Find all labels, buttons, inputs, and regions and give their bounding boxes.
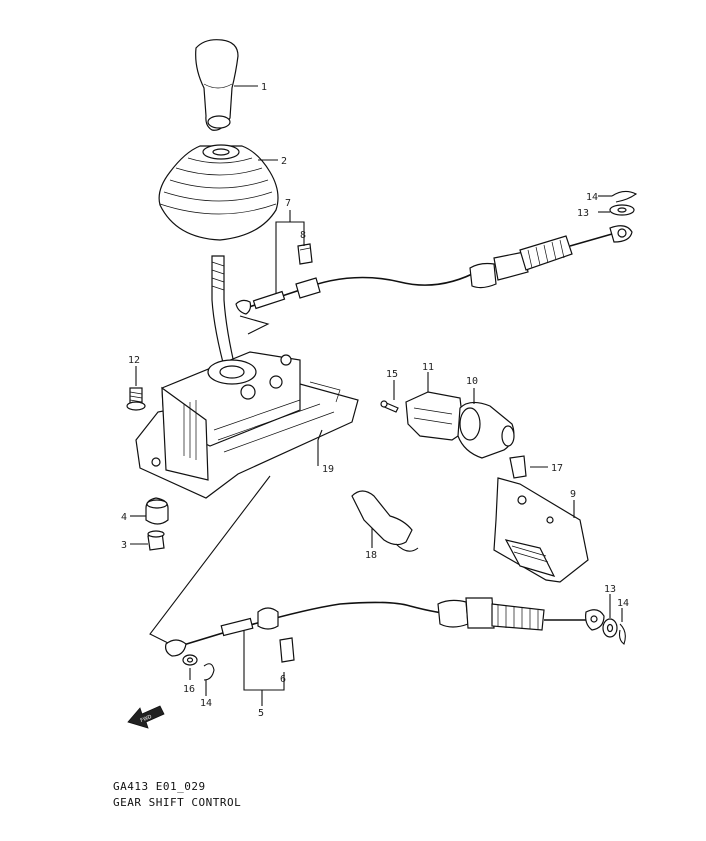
damper-10: [457, 401, 515, 459]
bracket-11: [405, 391, 465, 441]
clip-pin-14-lower-right: [618, 623, 626, 645]
screw-15: [380, 400, 399, 413]
clip-pin-14-upper: [611, 190, 638, 203]
callout-7: 7: [285, 198, 291, 209]
clamp-18: [351, 490, 419, 552]
lower-shift-cable: [149, 475, 605, 657]
callout-8: 8: [300, 230, 306, 241]
leader-lines: [130, 85, 623, 706]
washer-13-upper: [609, 204, 635, 216]
fwd-label: FWD: [140, 714, 153, 724]
callout-6: 6: [280, 674, 286, 685]
bolt-12: [126, 387, 146, 411]
grommet-4: [145, 497, 169, 525]
shift-knob: [195, 39, 239, 131]
shift-lever: [211, 255, 237, 375]
diagram-title: GEAR SHIFT CONTROL: [113, 796, 241, 809]
shifter-base-bracket: [135, 351, 359, 499]
clip-8: [297, 243, 313, 265]
callout-17: 17: [551, 463, 563, 474]
callout-3: 3: [121, 540, 127, 551]
washer-16: [182, 654, 198, 666]
callout-13-lower: 13: [604, 584, 616, 595]
clip-6: [279, 637, 295, 663]
callout-10: 10: [466, 376, 478, 387]
callout-14-lower-left: 14: [200, 698, 212, 709]
callout-5: 5: [258, 708, 264, 719]
shift-boot: [158, 144, 279, 241]
callout-16: 16: [183, 684, 195, 695]
callout-13-upper: 13: [577, 208, 589, 219]
clip-pin-14-lower-left: [203, 663, 215, 681]
callout-1: 1: [261, 82, 267, 93]
callout-18: 18: [365, 550, 377, 561]
callout-19: 19: [322, 464, 334, 475]
diagram-code: GA413 E01_029: [113, 780, 206, 793]
washer-13-lower: [602, 618, 618, 638]
fwd-arrow-icon: FWD: [127, 705, 165, 729]
upper-shift-cable: [235, 225, 633, 315]
callout-11: 11: [422, 362, 434, 373]
callout-4: 4: [121, 512, 127, 523]
clip-17: [509, 455, 527, 479]
collar-3: [147, 530, 165, 551]
callout-9: 9: [570, 489, 576, 500]
bracket-9: [493, 477, 589, 583]
callout-12: 12: [128, 355, 140, 366]
callout-2: 2: [281, 156, 287, 167]
callout-14-lower-right: 14: [617, 598, 629, 609]
callout-14-upper: 14: [586, 192, 598, 203]
callout-15: 15: [386, 369, 398, 380]
